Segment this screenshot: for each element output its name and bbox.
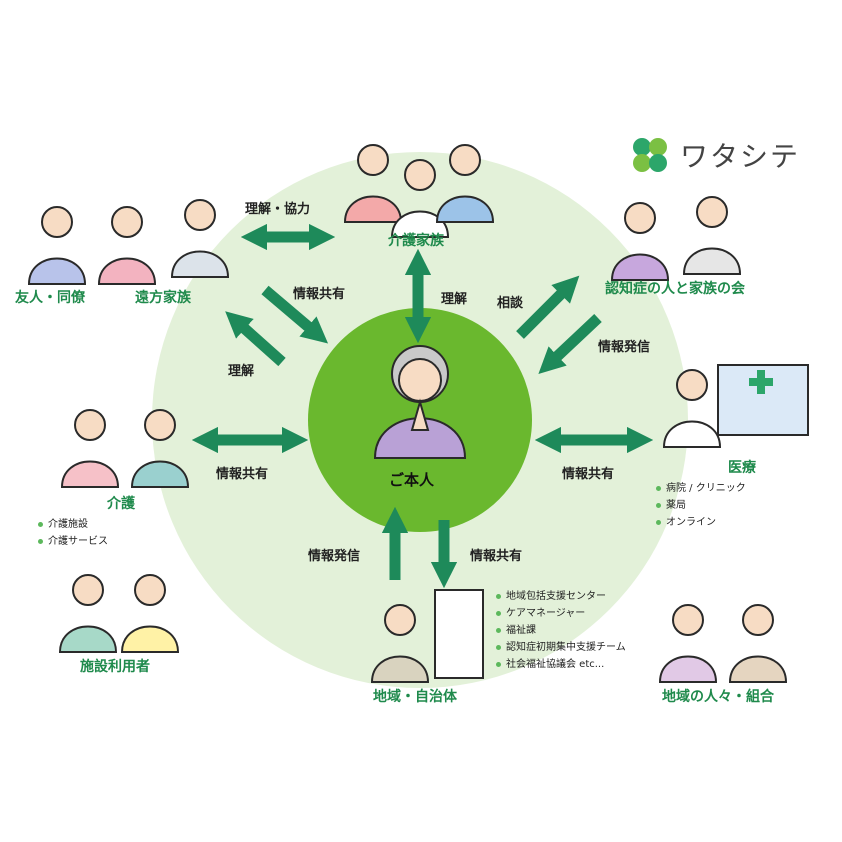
clover-logo-icon [633, 138, 667, 172]
doctor-hospital-illustration [663, 364, 809, 448]
list-item: 社会福祉協議会 etc... [496, 656, 626, 673]
node-label-family-care: 介護家族 [388, 233, 444, 249]
edge-label-understand-cooperate: 理解・協力 [245, 202, 311, 217]
edge-label-info-share-family: 情報共有 [293, 287, 346, 302]
node-label-distant-family: 遠方家族 [135, 290, 191, 306]
arrow-understand-diag [225, 311, 286, 367]
node-label-care: 介護 [107, 496, 135, 512]
local-people-illustration [659, 604, 787, 683]
list-item: 薬局 [656, 497, 746, 514]
arrow-consult [516, 275, 580, 339]
list-item: 介護施設 [38, 516, 108, 533]
edge-label-info-share-right: 情報共有 [562, 467, 615, 482]
list-item: 病院 / クリニック [656, 480, 746, 497]
list-item: 地域包括支援センター [496, 588, 626, 605]
node-label-facility-users: 施設利用者 [80, 659, 150, 675]
node-label-friends: 友人・同僚 [15, 290, 85, 306]
list-item: ケアマネージャー [496, 605, 626, 622]
edge-label-info-send-right: 情報発信 [598, 340, 651, 355]
list-item: 介護サービス [38, 533, 108, 550]
edge-label-info-share-bottom: 情報共有 [470, 549, 523, 564]
edge-label-understand-left: 理解 [228, 364, 255, 379]
list-item: 認知症初期集中支援チーム [496, 639, 626, 656]
node-label-medical: 医療 [728, 460, 756, 476]
medical-list: 病院 / クリニック 薬局 オンライン [656, 480, 746, 531]
arrow-info-send-right [538, 313, 602, 375]
edge-label-consult: 相談 [497, 296, 524, 311]
list-item: オンライン [656, 514, 746, 531]
friends-illustration [28, 206, 86, 285]
brand-name: ワタシテ [680, 140, 801, 173]
center-person-illustration [373, 345, 467, 459]
care-list: 介護施設 介護サービス [38, 516, 108, 550]
office-building-icon [434, 589, 484, 679]
local-gov-illustration [371, 589, 484, 683]
center-label: ご本人 [389, 471, 435, 489]
node-label-local-gov: 地域・自治体 [373, 689, 457, 705]
facility-users-illustration [59, 574, 179, 653]
arrow-info-share-diag [261, 285, 329, 344]
node-label-local-people: 地域の人々・組合 [662, 689, 774, 705]
arrows [191, 223, 654, 589]
dementia-group-illustration [611, 196, 741, 281]
edge-label-info-send-bottom: 情報発信 [308, 549, 361, 564]
list-item: 福祉課 [496, 622, 626, 639]
edge-label-understand-top: 理解 [441, 292, 468, 307]
local-gov-list: 地域包括支援センター ケアマネージャー 福祉課 認知症初期集中支援チーム 社会福… [496, 588, 626, 673]
brand-logo: ワタシテ [630, 135, 800, 175]
edge-label-info-share-left: 情報共有 [216, 467, 269, 482]
distant-family-illustration [98, 199, 229, 285]
node-label-dementia-group: 認知症の人と家族の会 [605, 281, 745, 297]
